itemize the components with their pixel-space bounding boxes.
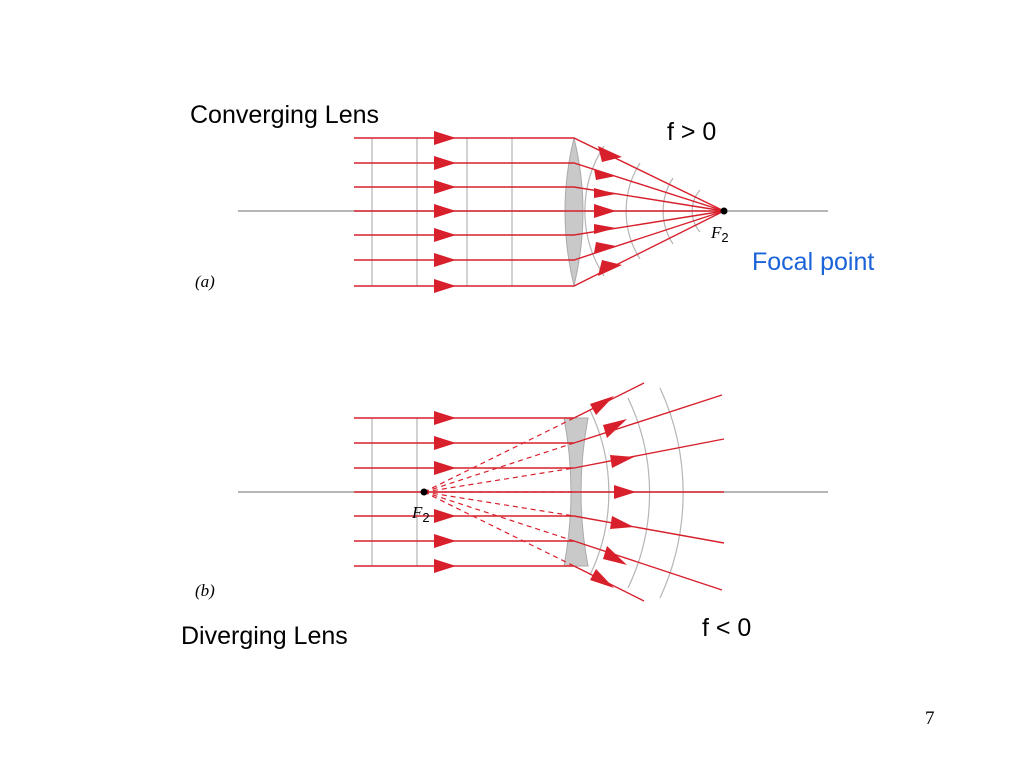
diverging-focal-label: F2 [411, 503, 430, 525]
converging-lens-title: Converging Lens [190, 101, 380, 129]
converging-panel-label: (a) [195, 272, 215, 291]
focal-point-annotation: Focal point [752, 248, 875, 276]
converging-rays [354, 137, 725, 287]
diverging-arrowheads [434, 396, 636, 588]
converging-panel: F2 (a) [195, 131, 828, 293]
converging-focal-point-dot [720, 207, 728, 215]
converging-focal-condition: f > 0 [667, 118, 717, 146]
converging-focal-label: F2 [710, 223, 729, 245]
diverging-virtual-rays [423, 417, 575, 567]
convex-lens [564, 137, 584, 287]
converging-arrowheads [434, 131, 622, 293]
page-number: 7 [925, 708, 935, 729]
diverging-wavefronts-outgoing [589, 387, 684, 599]
diverging-lens-title: Diverging Lens [181, 622, 348, 650]
diverging-focal-point-dot [420, 488, 428, 496]
diverging-refracted-rays [573, 382, 725, 602]
diverging-panel-label: (b) [195, 581, 215, 600]
diverging-focal-condition: f < 0 [702, 614, 752, 642]
diverging-panel: F2 (b) [195, 382, 828, 602]
